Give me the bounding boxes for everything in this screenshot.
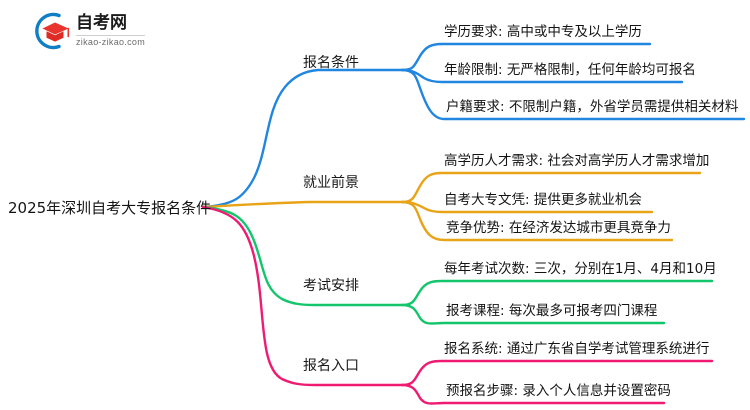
- leaf-label-1-2[interactable]: 竞争优势: 在经济发达城市更具竞争力: [446, 220, 671, 236]
- leaf-label-0-0[interactable]: 学历要求: 高中或中专及以上学历: [444, 24, 642, 40]
- branch-label-kaoshianpai[interactable]: 考试安排: [303, 278, 359, 294]
- leaf-label-3-0[interactable]: 报名系统: 通过广东省自学考试管理系统进行: [444, 341, 710, 357]
- leaf-label-1-0[interactable]: 高学历人才需求: 社会对高学历人才需求增加: [444, 153, 710, 169]
- leaf-label-2-1[interactable]: 报考课程: 每次最多可报考四门课程: [446, 303, 658, 319]
- leaf-label-2-0[interactable]: 每年考试次数: 三次，分别在1月、4月和10月: [444, 261, 717, 277]
- root-node-label[interactable]: 2025年深圳自考大专报名条件: [8, 199, 212, 217]
- leaf-label-0-1[interactable]: 年龄限制: 无严格限制，任何年龄均可报名: [444, 62, 696, 78]
- leaf-label-1-1[interactable]: 自考大专文凭: 提供更多就业机会: [444, 192, 642, 208]
- branch-label-baomingrukou[interactable]: 报名入口: [303, 358, 359, 374]
- branch-label-jiuyeqianjing[interactable]: 就业前景: [303, 175, 359, 191]
- site-logo: 自考网 zikao-zikao.com: [28, 8, 188, 54]
- branch-label-baomingtiaojian[interactable]: 报名条件: [303, 55, 359, 71]
- logo-name-cn: 自考网: [76, 13, 127, 33]
- logo-domain: zikao-zikao.com: [76, 35, 146, 47]
- leaf-label-0-2[interactable]: 户籍要求: 不限制户籍，外省学员需提供相关材料: [446, 99, 739, 115]
- graduation-cap-icon: [28, 10, 74, 52]
- logo-wordmark: 自考网 zikao-zikao.com: [76, 13, 146, 47]
- leaf-label-3-1[interactable]: 预报名步骤: 录入个人信息并设置密码: [446, 383, 671, 399]
